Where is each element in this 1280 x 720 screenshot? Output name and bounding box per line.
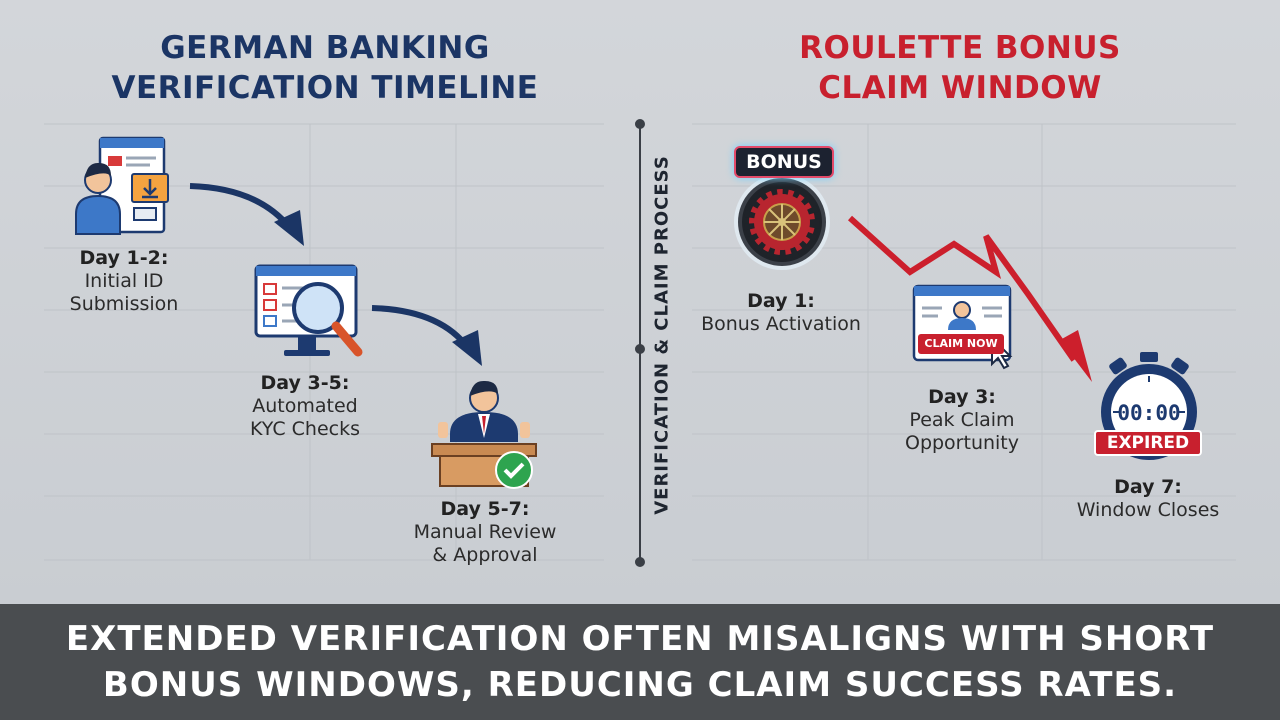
step-day-1: Day 1: Bonus Activation bbox=[682, 290, 880, 336]
footer-line-1: EXTENDED VERIFICATION OFTEN MISALIGNS WI… bbox=[65, 619, 1215, 659]
step-day-7: Day 7: Window Closes bbox=[1062, 476, 1234, 522]
flow-arrow-1 bbox=[189, 183, 304, 246]
footer-line-2: BONUS WINDOWS, REDUCING CLAIM SUCCESS RA… bbox=[102, 665, 1178, 705]
step-day-5-7: Day 5-7: Manual Review & Approval bbox=[395, 498, 575, 567]
step-day-label: Day 7: bbox=[1114, 476, 1182, 498]
step-day-1-2: Day 1-2: Initial ID Submission bbox=[44, 247, 204, 316]
id-document-user-icon bbox=[75, 136, 169, 235]
step-day-label: Day 5-7: bbox=[440, 498, 530, 520]
step-day-label: Day 1: bbox=[747, 290, 815, 312]
bonus-badge: BONUS bbox=[734, 146, 834, 178]
claim-now-browser-icon bbox=[912, 284, 1013, 370]
step-day-label: Day 1-2: bbox=[79, 247, 169, 269]
roulette-wheel-icon bbox=[734, 174, 830, 270]
divider-line bbox=[635, 119, 645, 567]
step-description: Automated KYC Checks bbox=[249, 395, 360, 440]
step-description: Window Closes bbox=[1076, 499, 1220, 521]
monitor-magnifier-icon bbox=[254, 264, 363, 357]
step-day-label: Day 3-5: bbox=[260, 372, 350, 394]
manual-reviewer-approval-icon bbox=[431, 380, 537, 489]
step-description: Initial ID Submission bbox=[69, 270, 179, 315]
decline-arrow bbox=[847, 215, 1092, 382]
step-day-3-5: Day 3-5: Automated KYC Checks bbox=[225, 372, 385, 441]
step-day-label: Day 3: bbox=[928, 386, 996, 408]
footer-caption: EXTENDED VERIFICATION OFTEN MISALIGNS WI… bbox=[0, 604, 1280, 720]
flow-arrow-2 bbox=[371, 305, 482, 366]
claim-now-button: CLAIM NOW bbox=[918, 334, 1004, 354]
step-description: Bonus Activation bbox=[701, 313, 861, 335]
expired-badge: EXPIRED bbox=[1094, 430, 1202, 456]
timer-readout: 00:00 bbox=[1117, 401, 1181, 425]
divider-label: VERIFICATION & CLAIM PROCESS bbox=[651, 155, 673, 515]
step-description: Manual Review & Approval bbox=[413, 521, 557, 566]
step-day-3: Day 3: Peak Claim Opportunity bbox=[880, 386, 1044, 455]
step-description: Peak Claim Opportunity bbox=[904, 409, 1020, 454]
